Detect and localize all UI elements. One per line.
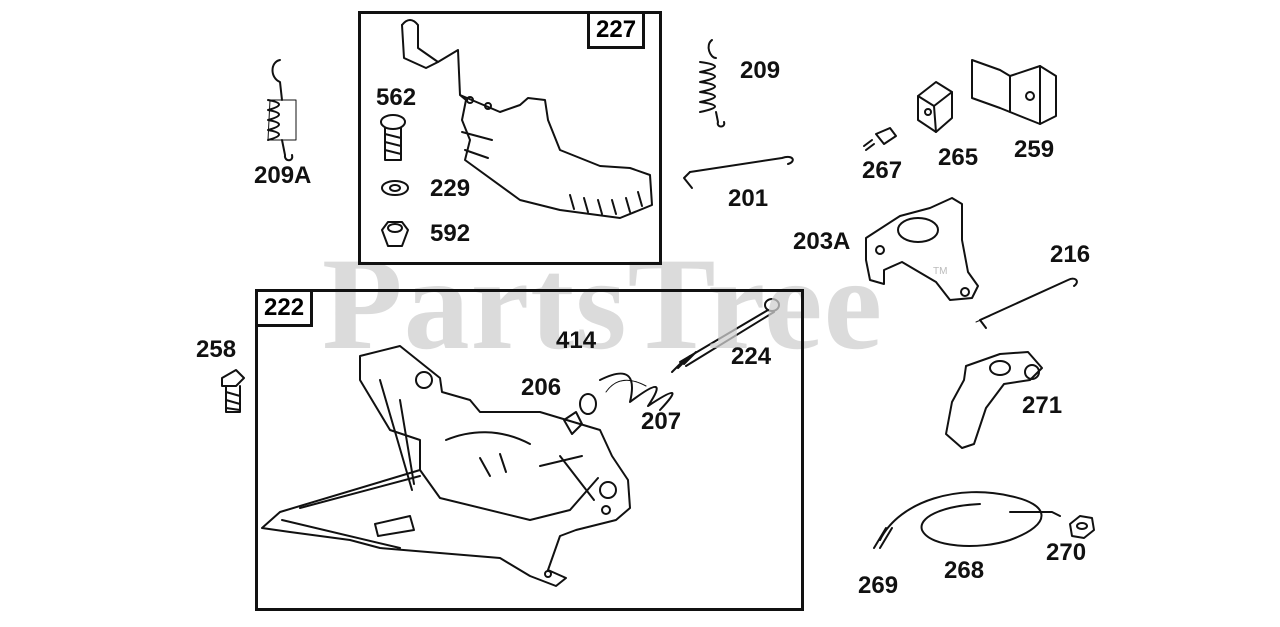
link-rod-201[interactable] [683,155,794,189]
spring-209a[interactable] [267,59,297,162]
part-label-265[interactable]: 265 [938,144,979,171]
part-label-206[interactable]: 206 [521,374,562,401]
part-label-267[interactable]: 267 [862,157,903,184]
part-label-209a[interactable]: 209A [254,162,312,189]
part-label-201[interactable]: 201 [728,185,769,212]
group-box-227 [358,11,662,265]
part-label-269[interactable]: 269 [858,572,899,599]
bracket-203a[interactable] [865,197,979,301]
trademark-mark: TM [933,266,948,277]
part-label-271[interactable]: 271 [1022,392,1063,419]
spring-207[interactable] [599,372,674,411]
part-label-259[interactable]: 259 [1014,136,1055,163]
part-label-562[interactable]: 562 [376,84,417,111]
nut-206[interactable] [563,411,583,435]
part-label-270[interactable]: 270 [1046,539,1087,566]
group-tag-227: 227 [587,11,646,49]
bracket-259[interactable] [971,59,1057,125]
governor-lever-227[interactable] [401,19,653,219]
nut-270[interactable] [1069,515,1095,539]
bolt-258[interactable] [221,369,245,413]
nut-592[interactable] [381,221,409,247]
group-tag-222: 222 [255,289,314,327]
part-label-207[interactable]: 207 [641,408,682,435]
part-label-209[interactable]: 209 [740,57,781,84]
part-label-592[interactable]: 592 [430,220,471,247]
part-label-203a[interactable]: 203A [793,228,851,255]
screw-562[interactable] [380,114,406,161]
part-label-216[interactable]: 216 [1050,241,1091,268]
spring-209[interactable] [699,39,726,128]
part-label-414[interactable]: 414 [556,327,597,354]
part-label-229[interactable]: 229 [430,175,471,202]
part-label-268[interactable]: 268 [944,557,985,584]
cable-end-269[interactable] [873,527,893,549]
lever-271[interactable] [945,351,1043,449]
part-label-258[interactable]: 258 [196,336,237,363]
watermark: PartsTree [322,230,884,377]
group-box-222 [255,289,804,611]
washer-414[interactable] [579,393,597,415]
cable-268[interactable] [879,491,1061,547]
spring-rod-216[interactable] [975,277,1078,329]
part-label-224[interactable]: 224 [731,343,772,370]
bolt-267[interactable] [863,127,897,151]
control-plate-222[interactable] [261,345,631,587]
washer-229[interactable] [381,180,409,196]
clip-265[interactable] [917,81,953,133]
bolt-224[interactable] [671,298,780,373]
